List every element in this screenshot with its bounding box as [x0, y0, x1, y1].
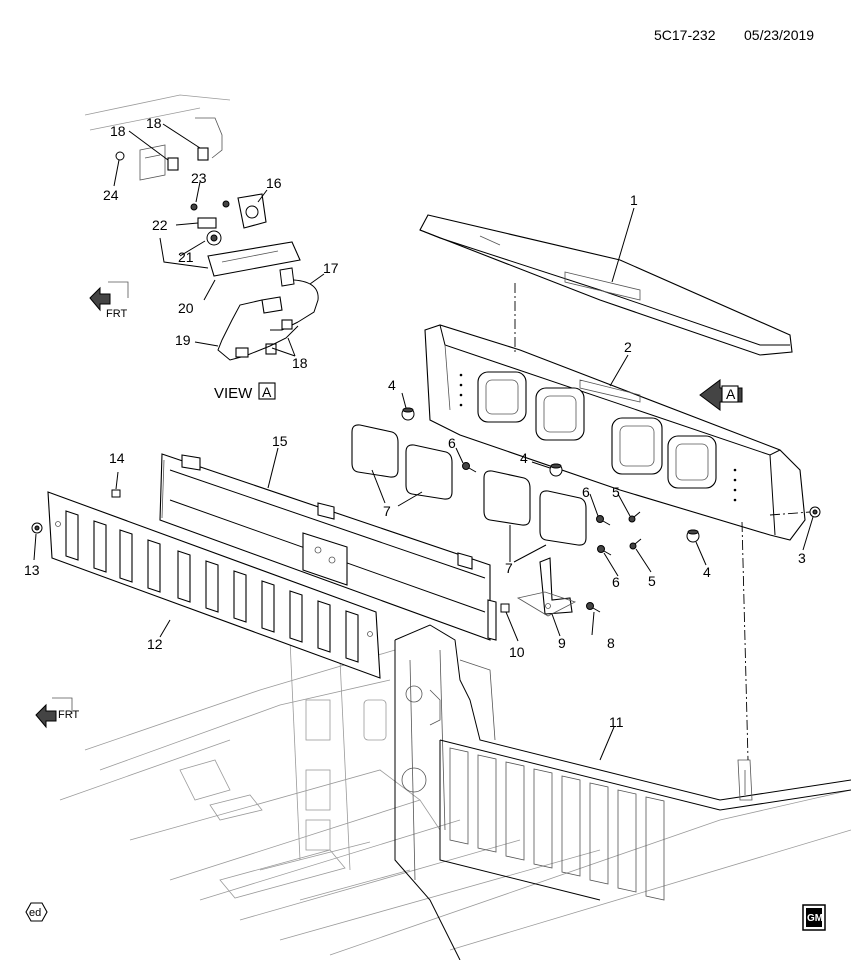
fasteners: [31, 407, 821, 613]
part-9-hinge: [516, 557, 577, 617]
part-6-bolt-b: [596, 515, 611, 526]
ed-badge-text: ed: [29, 907, 41, 919]
part-5-screw-a: [628, 511, 641, 523]
part-6-bolt-a: [462, 462, 477, 473]
callout-4-c: 4: [703, 564, 711, 580]
view-label-text: VIEW: [214, 385, 253, 402]
callout-6-a: 6: [448, 435, 456, 451]
callout-14: 14: [109, 450, 125, 466]
view-a-arrow: A: [699, 379, 743, 411]
callout-17: 17: [323, 260, 339, 276]
callout-16: 16: [266, 175, 282, 191]
callout-19: 19: [175, 332, 191, 348]
part-6-bolt-c: [597, 545, 612, 556]
gm-logo-text: GM: [807, 913, 823, 924]
part-4-nut-b: [549, 463, 563, 477]
gm-logo: GM: [802, 904, 826, 931]
part-14-clip: [111, 489, 121, 498]
callout-13: 13: [24, 562, 40, 578]
part-3-fastener: [809, 506, 821, 518]
callout-3: 3: [798, 550, 806, 566]
callout-6-b: 6: [582, 484, 590, 500]
part-5-screw-b: [629, 538, 642, 550]
callout-24: 24: [103, 187, 119, 203]
callout-6-c: 6: [612, 574, 620, 590]
frt-label-top: FRT: [106, 308, 127, 320]
callout-8: 8: [607, 635, 615, 651]
callout-5-b: 5: [648, 573, 656, 589]
callout-18-b: 18: [146, 115, 162, 131]
part-7-pads: [351, 424, 587, 546]
callout-11: 11: [609, 714, 624, 730]
callout-4-a: 4: [388, 377, 396, 393]
part-8-bolt: [586, 602, 601, 613]
view-arrow-letter: A: [726, 386, 736, 402]
frt-label-bottom: FRT: [58, 709, 79, 721]
part-10-clip: [500, 603, 510, 613]
callout-21: 21: [178, 249, 194, 265]
truck-bed: [59, 624, 851, 960]
frt-arrow-top: FRT: [89, 281, 129, 320]
callout-5-a: 5: [612, 484, 620, 500]
callout-12: 12: [147, 636, 163, 652]
view-a-detail: [84, 94, 319, 361]
callout-9: 9: [558, 635, 566, 651]
part-12-trim-panel: [47, 491, 381, 679]
part-1-top-cap: [419, 214, 793, 356]
callout-numbers: 1 2 3 4 4 4 5 5 6 6 6 7 7 7 7 8 9 10 11 …: [24, 115, 806, 730]
callout-22: 22: [152, 217, 168, 233]
callout-20: 20: [178, 300, 194, 316]
callout-18-c: 18: [292, 355, 308, 371]
part-13-fastener: [31, 522, 43, 534]
callout-18-a: 18: [110, 123, 126, 139]
part-4-nut-a: [401, 407, 415, 421]
leader-lines: [33, 123, 814, 761]
callout-7-c: 7: [505, 560, 513, 576]
view-a-label: VIEW A: [214, 382, 276, 402]
callout-4-b: 4: [520, 450, 528, 466]
part-15-reinforcement: [159, 453, 497, 641]
frt-arrow-bottom: FRT: [35, 697, 79, 729]
callout-15: 15: [272, 433, 288, 449]
part-2-tailgate-panel: [424, 324, 806, 541]
callout-23: 23: [191, 170, 207, 186]
alignment-lines: [514, 283, 811, 761]
callout-7-a: 7: [383, 503, 391, 519]
callout-2: 2: [624, 339, 632, 355]
diagram-date: 05/23/2019: [744, 27, 814, 43]
ed-badge: ed: [25, 902, 48, 922]
part-4-nut-c: [686, 529, 700, 543]
callout-10: 10: [509, 644, 525, 660]
diagram-code: 5C17-232: [654, 27, 716, 43]
callout-1: 1: [630, 192, 638, 208]
view-label-letter: A: [262, 384, 272, 400]
